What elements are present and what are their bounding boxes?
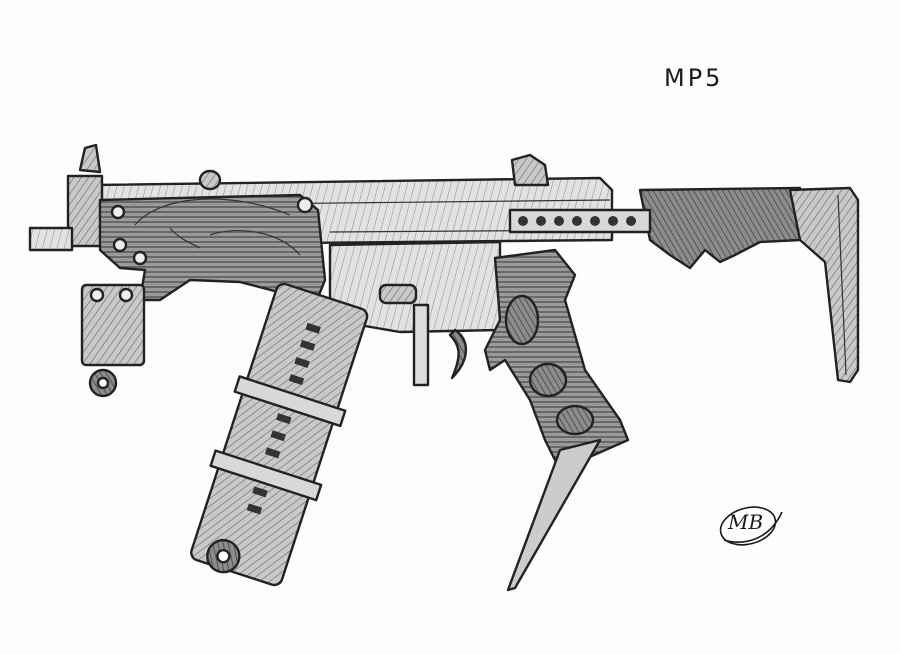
front-sight [78,143,102,174]
front-grip-mount [80,283,146,398]
magazine-with-straps [190,282,369,587]
pistol-grip [483,248,630,592]
artist-signature: MB [714,500,786,548]
signature-swoosh-icon [719,506,783,546]
side-rail-holes [518,216,636,226]
buttstock [638,186,860,384]
trigger-group [328,240,502,387]
muzzle [28,226,74,252]
trigger [448,328,468,380]
artwork-title: MP5 [664,64,724,92]
signature-initials: MB [728,510,764,534]
rear-sight [510,153,550,187]
ornate-handguard [98,193,327,307]
front-end [28,143,104,252]
spike-blade [506,438,602,592]
